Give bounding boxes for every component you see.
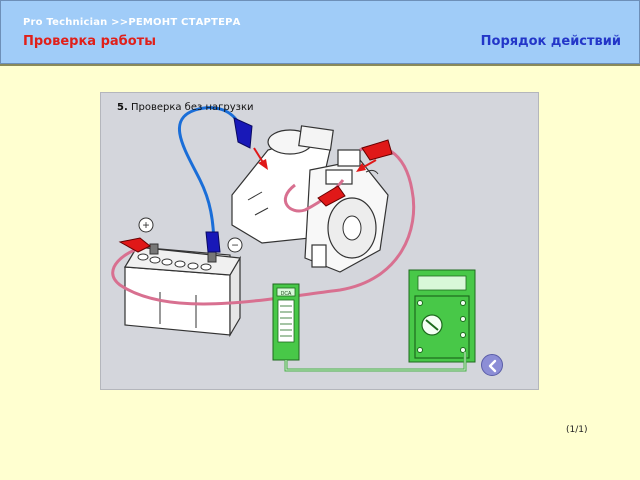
step-number: 5. bbox=[117, 102, 128, 113]
plus-sign: + bbox=[142, 218, 149, 232]
positive-lead-wire bbox=[111, 144, 416, 306]
step-caption-text: Проверка без нагрузки bbox=[130, 102, 254, 113]
page-counter: (1/1) bbox=[566, 425, 588, 435]
connection-arrow-icon bbox=[253, 147, 377, 172]
negative-clip bbox=[205, 117, 253, 253]
negative-lead-wire bbox=[177, 106, 240, 251]
starter-motor bbox=[231, 125, 389, 273]
step-caption: 5. Проверка без нагрузки bbox=[117, 102, 254, 113]
header-divider bbox=[0, 64, 640, 66]
ammeter: DCA bbox=[272, 283, 300, 361]
positive-terminal-icon: + bbox=[138, 217, 154, 233]
chevron-left-icon bbox=[488, 359, 497, 373]
negative-terminal-icon: − bbox=[227, 237, 243, 253]
battery bbox=[123, 243, 241, 338]
procedure-link[interactable]: Порядок действий bbox=[480, 34, 621, 49]
minus-sign: − bbox=[231, 238, 238, 252]
multimeter bbox=[408, 269, 476, 363]
positive-clip bbox=[118, 139, 393, 253]
breadcrumb: Pro Technician >>РЕМОНТ СТАРТЕРА bbox=[23, 17, 241, 28]
back-button[interactable] bbox=[481, 354, 503, 376]
page-title: Проверка работы bbox=[23, 34, 156, 49]
ammeter-label: DCA bbox=[281, 291, 292, 297]
header-bar: Pro Technician >>РЕМОНТ СТАРТЕРА Проверк… bbox=[0, 0, 640, 64]
